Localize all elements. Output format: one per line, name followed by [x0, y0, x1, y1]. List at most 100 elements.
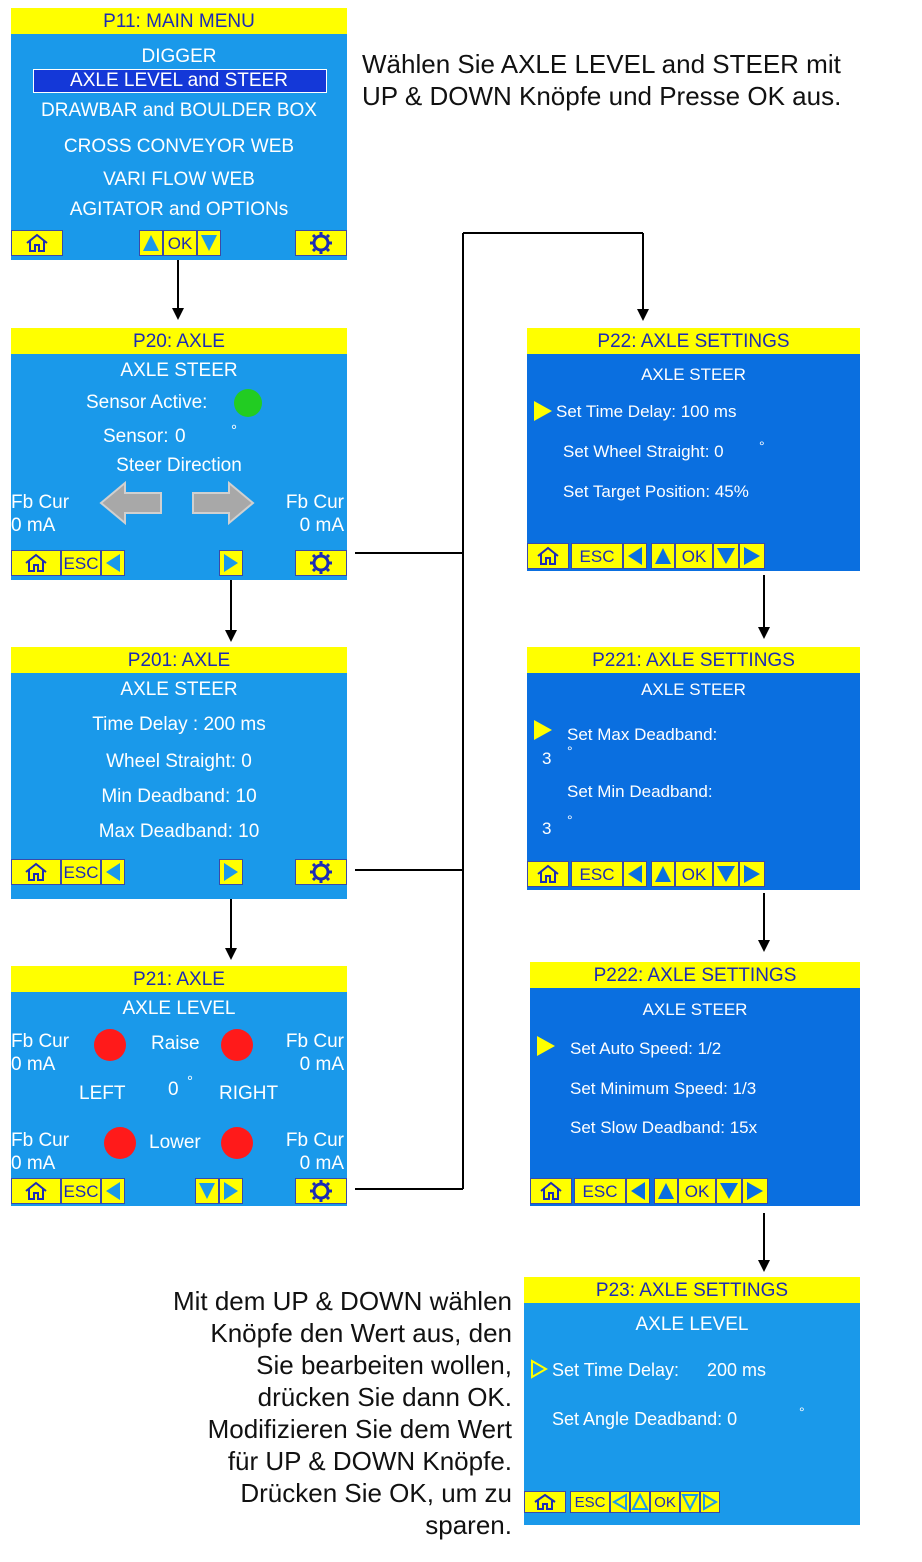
right-button[interactable] — [700, 1491, 720, 1513]
down-button[interactable] — [713, 543, 739, 569]
set-auto-speed[interactable]: Set Auto Speed: 1/2 — [570, 1039, 722, 1058]
settings-button[interactable] — [295, 550, 347, 576]
left-button[interactable] — [623, 543, 647, 569]
left-arrow-icon — [612, 1493, 627, 1511]
right-button[interactable] — [742, 1178, 768, 1204]
bottom-note-line: Modifizieren Sie dem Wert — [207, 1414, 512, 1444]
set-time-delay-value[interactable]: 200 ms — [707, 1360, 767, 1380]
right-arrow-icon — [224, 1182, 238, 1200]
down-button[interactable] — [197, 230, 221, 256]
set-angle-deadband[interactable]: Set Angle Deadband: 0 — [552, 1409, 738, 1429]
screen-subtitle: AXLE STEER — [120, 679, 238, 700]
right-button[interactable] — [739, 543, 765, 569]
ok-button[interactable]: OK — [678, 1178, 716, 1204]
home-button[interactable] — [11, 1178, 61, 1204]
up-button[interactable] — [630, 1491, 650, 1513]
left-button[interactable] — [610, 1491, 630, 1513]
settings-button[interactable] — [295, 230, 347, 256]
home-button[interactable] — [11, 859, 61, 885]
bottom-note-line: Sie bearbeiten wollen, — [256, 1350, 512, 1380]
fb-cur-lower-left-label: Fb Cur — [11, 1130, 70, 1151]
set-time-delay[interactable]: Set Time Delay: 100 ms — [556, 402, 737, 421]
set-target-position[interactable]: Set Target Position: 45% — [563, 482, 749, 501]
esc-button[interactable]: ESC — [570, 1491, 610, 1513]
screen-title: P221: AXLE SETTINGS — [527, 647, 860, 673]
esc-button[interactable]: ESC — [61, 550, 101, 576]
esc-button[interactable]: ESC — [61, 1178, 101, 1204]
down-button[interactable] — [680, 1491, 700, 1513]
home-button[interactable] — [527, 543, 569, 569]
up-button[interactable] — [654, 1178, 678, 1204]
esc-button[interactable]: ESC — [574, 1178, 626, 1204]
menu-item-vari-flow[interactable]: VARI FLOW WEB — [103, 169, 255, 190]
menu-item-digger[interactable]: DIGGER — [141, 46, 217, 67]
set-minimum-speed[interactable]: Set Minimum Speed: 1/3 — [570, 1079, 757, 1098]
left-button[interactable] — [101, 550, 125, 576]
down-button[interactable] — [195, 1178, 219, 1204]
home-icon — [25, 862, 47, 881]
footer-bar: ESC OK — [527, 543, 860, 569]
left-button[interactable] — [101, 1178, 125, 1204]
settings-button[interactable] — [295, 859, 347, 885]
up-button[interactable] — [139, 230, 163, 256]
screen-subtitle: AXLE STEER — [642, 1000, 748, 1019]
left-arrow-icon — [106, 1182, 120, 1200]
left-button[interactable] — [101, 859, 125, 885]
set-max-deadband-label[interactable]: Set Max Deadband: — [567, 725, 718, 744]
esc-button[interactable]: ESC — [571, 543, 623, 569]
left-button[interactable] — [623, 861, 647, 887]
right-button[interactable] — [219, 550, 243, 576]
ok-button[interactable]: OK — [675, 861, 713, 887]
screen-subtitle: AXLE LEVEL — [122, 998, 236, 1019]
home-button[interactable] — [11, 550, 61, 576]
settings-button[interactable] — [295, 1178, 347, 1204]
ok-button[interactable]: OK — [650, 1491, 680, 1513]
menu-item-axle-level-steer[interactable]: AXLE LEVEL and STEER — [70, 70, 288, 91]
esc-button[interactable]: ESC — [61, 859, 101, 885]
up-arrow-icon — [631, 1492, 649, 1510]
home-button[interactable] — [527, 861, 569, 887]
down-button[interactable] — [713, 861, 739, 887]
right-button[interactable] — [219, 859, 243, 885]
top-note-line-1: Wählen Sie AXLE LEVEL and STEER mit — [362, 49, 841, 79]
set-time-delay-label[interactable]: Set Time Delay: — [552, 1360, 680, 1380]
right-button[interactable] — [219, 1178, 243, 1204]
angle-value: 0 — [168, 1079, 179, 1100]
right-button[interactable] — [739, 861, 765, 887]
up-button[interactable] — [651, 861, 675, 887]
esc-button[interactable]: ESC — [571, 861, 623, 887]
home-button[interactable] — [530, 1178, 572, 1204]
gear-icon — [310, 1180, 332, 1202]
up-button[interactable] — [651, 543, 675, 569]
screen-title: P11: MAIN MENU — [11, 8, 347, 34]
screen-title: P21: AXLE — [11, 966, 347, 992]
up-arrow-icon — [655, 548, 671, 564]
home-button[interactable] — [524, 1491, 566, 1513]
lower-right-led — [221, 1127, 253, 1159]
fb-cur-lower-right-label: Fb Cur — [285, 1130, 344, 1151]
down-button[interactable] — [716, 1178, 742, 1204]
menu-item-drawbar[interactable]: DRAWBAR and BOULDER BOX — [41, 100, 317, 121]
set-slow-deadband[interactable]: Set Slow Deadband: 15x — [570, 1118, 758, 1137]
left-arrow-icon — [628, 865, 642, 883]
home-button[interactable] — [11, 230, 63, 256]
bottom-note-line: Mit dem UP & DOWN wählen — [172, 1286, 512, 1316]
up-arrow-icon — [655, 866, 671, 882]
screen-p221: P221: AXLE SETTINGS AXLE STEER Set Max D… — [527, 647, 860, 890]
selection-pointer-icon — [537, 1036, 555, 1056]
fb-cur-lower-left-value: 0 mA — [11, 1153, 56, 1174]
sensor-value: 0 — [175, 426, 186, 447]
set-wheel-straight[interactable]: Set Wheel Straight: 0 — [563, 442, 724, 461]
set-min-deadband-value[interactable]: 3 — [542, 819, 552, 838]
left-button[interactable] — [626, 1178, 650, 1204]
down-arrow-icon — [201, 235, 217, 251]
ok-button[interactable]: OK — [675, 543, 713, 569]
set-min-deadband-label[interactable]: Set Min Deadband: — [567, 782, 713, 801]
ok-button[interactable]: OK — [163, 230, 197, 256]
menu-item-agitator[interactable]: AGITATOR and OPTIONs — [69, 199, 289, 220]
menu-item-cross-conveyor[interactable]: CROSS CONVEYOR WEB — [63, 136, 295, 157]
set-max-deadband-value[interactable]: 3 — [542, 749, 552, 768]
screen-title: P222: AXLE SETTINGS — [530, 962, 860, 988]
menu-item-selected-box[interactable] — [33, 69, 327, 93]
screen-subtitle: AXLE LEVEL — [635, 1314, 749, 1335]
